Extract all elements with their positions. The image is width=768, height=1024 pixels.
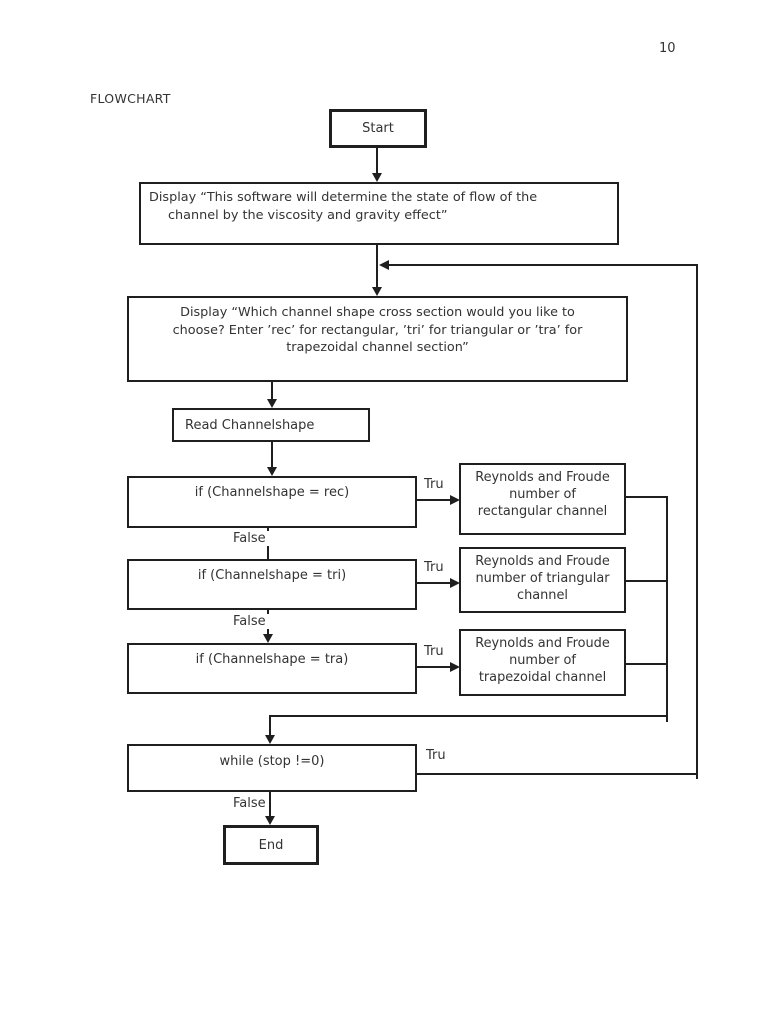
connector-reynolds-tra-stub bbox=[626, 663, 668, 665]
node-if-tra-label: if (Channelshape = tra) bbox=[195, 652, 349, 667]
connector-merge-right-vertical bbox=[666, 496, 668, 722]
arrowhead-into-reynolds-rec bbox=[450, 495, 460, 505]
node-reynolds-rec: Reynolds and Froude number of rectangula… bbox=[459, 463, 626, 535]
connector-loop-right-vertical bbox=[696, 264, 698, 779]
branch-label-while-true: Tru bbox=[423, 748, 449, 763]
branch-label-while-false: False bbox=[230, 796, 269, 811]
reynolds-tra-line1: Reynolds and Froude bbox=[475, 636, 610, 651]
connector-into-while bbox=[269, 717, 271, 736]
arrowhead-into-while bbox=[265, 735, 275, 744]
page-number: 10 bbox=[659, 41, 676, 56]
reynolds-tri-line3: channel bbox=[516, 588, 568, 603]
branch-label-if-tri-false: False bbox=[230, 614, 269, 629]
arrowhead-loop-return bbox=[379, 260, 389, 270]
connector-iftri-true bbox=[417, 582, 450, 584]
reynolds-tra-line2: number of bbox=[509, 653, 576, 668]
connector-reynolds-rec-stub bbox=[626, 496, 668, 498]
arrowhead-into-read bbox=[267, 399, 277, 408]
connector-display2-read bbox=[271, 382, 273, 399]
connector-while-true bbox=[417, 773, 698, 775]
node-if-tra: if (Channelshape = tra) bbox=[127, 643, 417, 694]
node-display-choose: Display “Which channel shape cross secti… bbox=[127, 296, 628, 382]
reynolds-rec-line1: Reynolds and Froude bbox=[475, 470, 610, 485]
reynolds-rec-line2: number of bbox=[509, 487, 576, 502]
connector-reynolds-tri-stub bbox=[626, 580, 668, 582]
arrowhead-into-reynolds-tri bbox=[450, 578, 460, 588]
branch-label-if-tri-true: Tru bbox=[421, 560, 447, 575]
node-if-tri: if (Channelshape = tri) bbox=[127, 559, 417, 610]
display-choose-line1: Display “Which channel shape cross secti… bbox=[180, 305, 575, 320]
connector-read-ifrec bbox=[271, 442, 273, 467]
branch-label-if-rec-true: Tru bbox=[421, 477, 447, 492]
arrowhead-into-reynolds-tra bbox=[450, 662, 460, 672]
node-while-label: while (stop !=0) bbox=[219, 754, 325, 769]
node-if-rec-label: if (Channelshape = rec) bbox=[194, 485, 350, 500]
reynolds-tra-line3: trapezoidal channel bbox=[478, 670, 607, 685]
connector-merge-horizontal bbox=[269, 715, 668, 717]
node-end-label: End bbox=[258, 837, 284, 853]
arrowhead-into-display1 bbox=[372, 173, 382, 182]
connector-while-false bbox=[269, 792, 271, 818]
node-read-label: Read Channelshape bbox=[185, 417, 315, 433]
display-intro-line1: Display “This software will determine th… bbox=[149, 190, 538, 205]
reynolds-tri-line1: Reynolds and Froude bbox=[475, 554, 610, 569]
flowchart-heading: FLOWCHART bbox=[90, 91, 171, 106]
connector-loop-top bbox=[389, 264, 697, 266]
connector-ifrec-true bbox=[417, 499, 450, 501]
display-intro-line2: channel by the viscosity and gravity eff… bbox=[168, 207, 448, 223]
arrowhead-into-ifrec bbox=[267, 467, 277, 476]
connector-start-display1 bbox=[376, 148, 378, 174]
node-start-label: Start bbox=[362, 121, 394, 136]
connector-iftra-true bbox=[417, 666, 450, 668]
branch-label-if-tra-true: Tru bbox=[421, 644, 447, 659]
connector-display1-display2 bbox=[376, 245, 378, 288]
display-choose-line2: choose? Enter ’rec’ for rectangular, ’tr… bbox=[172, 322, 583, 338]
branch-label-if-rec-false: False bbox=[230, 531, 269, 546]
node-start: Start bbox=[329, 109, 427, 148]
arrowhead-into-iftra bbox=[263, 634, 273, 643]
node-while: while (stop !=0) bbox=[127, 744, 417, 792]
reynolds-rec-line3: rectangular channel bbox=[477, 504, 608, 519]
node-reynolds-tri: Reynolds and Froude number of triangular… bbox=[459, 547, 626, 613]
node-display-intro: Display “This software will determine th… bbox=[139, 182, 619, 245]
arrowhead-into-end bbox=[265, 816, 275, 825]
reynolds-tri-line2: number of triangular bbox=[475, 571, 610, 586]
node-if-rec: if (Channelshape = rec) bbox=[127, 476, 417, 528]
node-end: End bbox=[223, 825, 319, 865]
node-read-channelshape: Read Channelshape bbox=[172, 408, 370, 442]
display-choose-line3: trapezoidal channel section” bbox=[286, 340, 469, 355]
node-if-tri-label: if (Channelshape = tri) bbox=[197, 568, 347, 583]
node-reynolds-tra: Reynolds and Froude number of trapezoida… bbox=[459, 629, 626, 696]
arrowhead-into-display2 bbox=[372, 287, 382, 296]
